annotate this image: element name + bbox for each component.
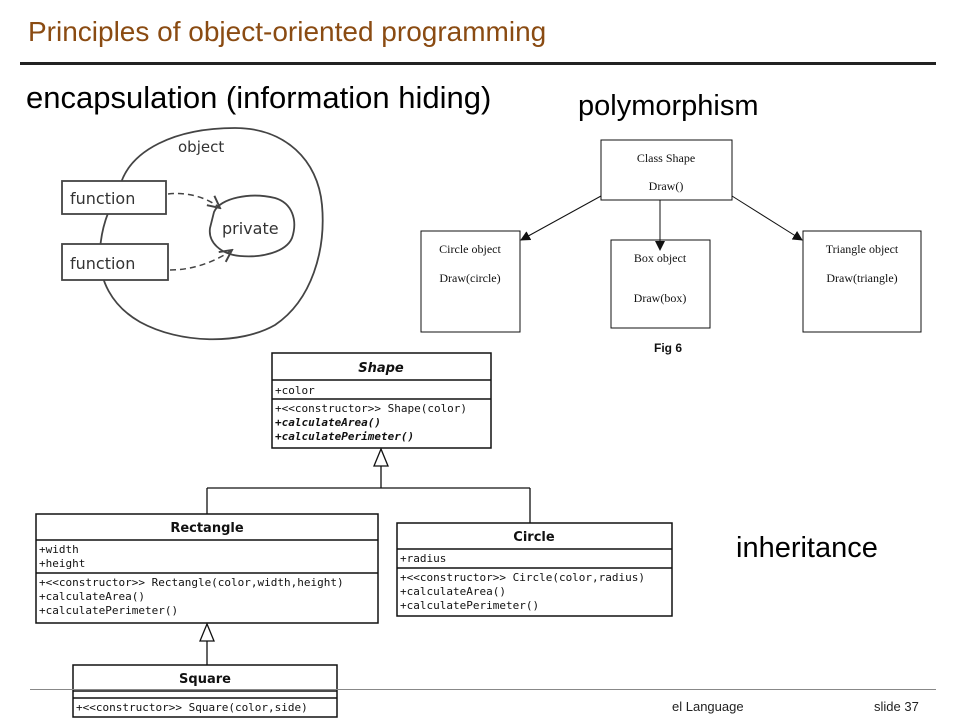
- slide-title: Principles of object-oriented programmin…: [28, 16, 547, 47]
- encapsulation-sketch: object function function private: [61, 127, 324, 341]
- uml-rectangle-method-0: +<<constructor>> Rectangle(color,width,h…: [39, 576, 344, 589]
- arrow-bottom: [169, 250, 232, 271]
- class-shape-method: Draw(): [649, 179, 684, 193]
- function-box-bottom: [61, 243, 169, 281]
- circle-object-title: Circle object: [439, 242, 501, 256]
- uml-rectangle-attr-1: +height: [39, 557, 85, 570]
- uml-shape-method-0: +<<constructor>> Shape(color): [275, 402, 467, 415]
- footer-text: el Language: [672, 699, 744, 714]
- arrow-to-triangle: [731, 195, 803, 241]
- uml-shape-attr-0: +color: [275, 384, 315, 397]
- uml-rectangle-method-1: +calculateArea(): [39, 590, 145, 603]
- uml-inherit-arrow-rectangle: [199, 622, 215, 642]
- uml-circle-method-1: +calculateArea(): [400, 585, 506, 598]
- private-label: private: [222, 219, 279, 238]
- uml-rectangle-box: [35, 513, 379, 624]
- uml-circle-attr-0: +radius: [400, 552, 446, 565]
- uml-circle-name: Circle: [513, 530, 555, 545]
- arrow-top: [167, 192, 220, 208]
- triangle-object-method: Draw(triangle): [826, 271, 897, 285]
- function-box-top: [61, 180, 167, 215]
- box-object-method: Draw(box): [634, 291, 687, 305]
- inheritance-label: inheritance: [736, 532, 878, 564]
- polymorphism-diagram: Class Shape Draw() Circle object Draw(ci…: [420, 139, 922, 355]
- class-shape-title: Class Shape: [637, 151, 695, 165]
- uml-circle-box: [396, 522, 673, 617]
- uml-inherit-arrow-shape: [373, 447, 389, 467]
- arrow-to-circle: [520, 195, 602, 241]
- uml-rectangle-name: Rectangle: [170, 521, 244, 536]
- uml-shape-box: [271, 352, 492, 449]
- function-label-top: function: [70, 189, 135, 208]
- polymorphism-label: polymorphism: [578, 90, 759, 122]
- uml-shape-method-2: +calculatePerimeter(): [275, 430, 414, 443]
- circle-object-box: [420, 230, 521, 333]
- uml-shape-method-1: +calculateArea(): [275, 416, 381, 429]
- function-label-bottom: function: [70, 254, 135, 273]
- triangle-object-box: [802, 230, 922, 333]
- uml-diagram: Shape +color +<<constructor>> Shape(colo…: [35, 352, 673, 718]
- fig-caption: Fig 6: [654, 341, 682, 355]
- box-object-box: [610, 239, 711, 329]
- uml-square-method-0: +<<constructor>> Square(color,side): [76, 701, 308, 714]
- slide-number: slide 37: [874, 699, 919, 714]
- uml-rectangle-method-2: +calculatePerimeter(): [39, 604, 178, 617]
- circle-object-method: Draw(circle): [439, 271, 500, 285]
- footer-divider: [30, 689, 936, 690]
- uml-circle-method-0: +<<constructor>> Circle(color,radius): [400, 571, 645, 584]
- uml-rectangle-attr-0: +width: [39, 543, 79, 556]
- class-shape-box: [600, 139, 733, 201]
- uml-circle-method-2: +calculatePerimeter(): [400, 599, 539, 612]
- encapsulation-label: encapsulation (information hiding): [26, 80, 492, 115]
- uml-shape-name: Shape: [358, 361, 404, 376]
- box-object-title: Box object: [634, 251, 687, 265]
- object-label: object: [178, 138, 224, 156]
- uml-square-name: Square: [179, 672, 231, 687]
- title-divider: [20, 62, 936, 65]
- triangle-object-title: Triangle object: [826, 242, 899, 256]
